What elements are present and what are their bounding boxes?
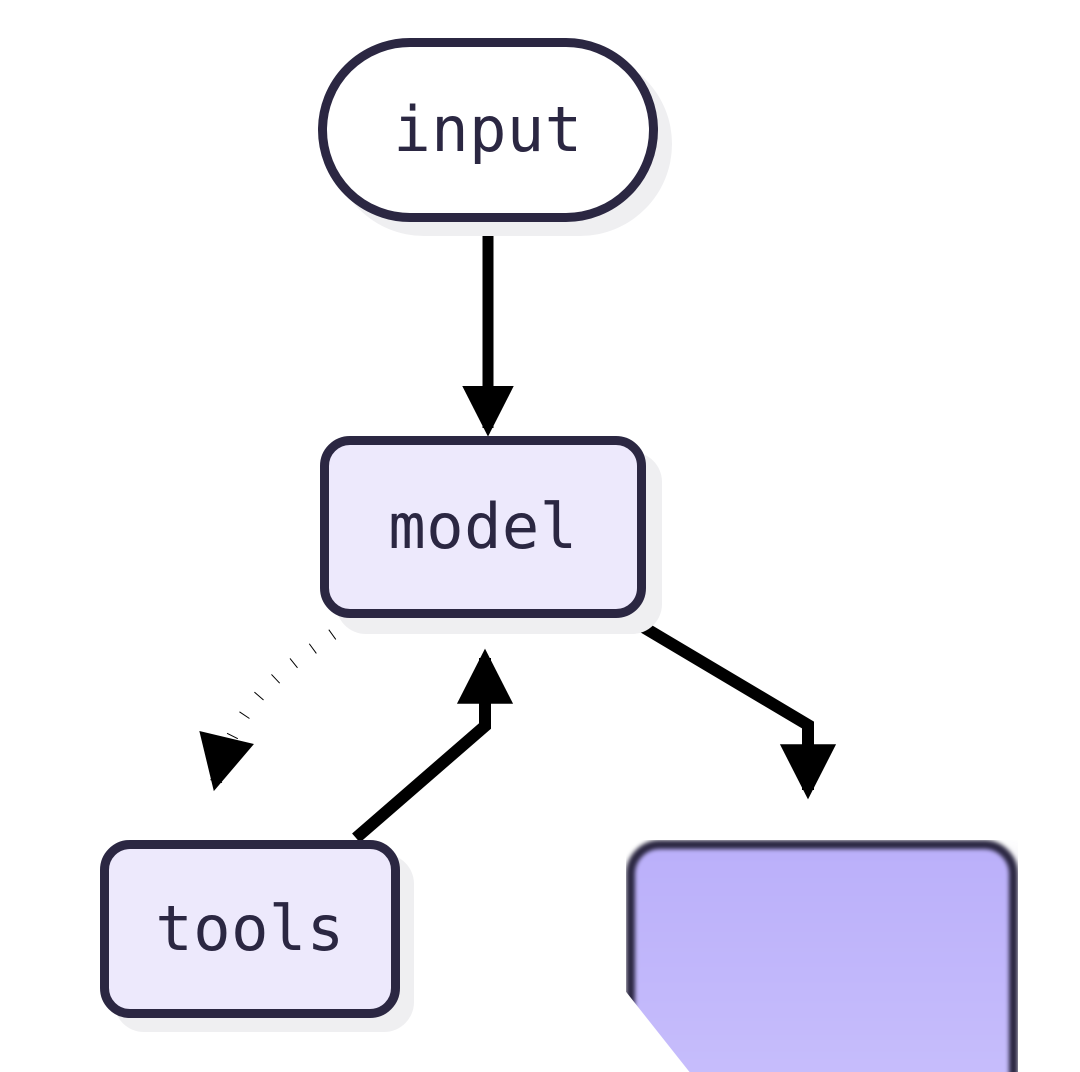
edge-tools-to-model bbox=[352, 648, 514, 843]
edge-model-to-output bbox=[624, 612, 837, 800]
node-tools[interactable]: tools bbox=[100, 840, 400, 1018]
node-model[interactable]: model bbox=[320, 436, 646, 618]
node-output-clip bbox=[612, 832, 1080, 1072]
node-input-label: input bbox=[393, 93, 583, 166]
node-tools-label: tools bbox=[155, 892, 345, 965]
node-output-highlighted[interactable] bbox=[626, 840, 1018, 1072]
node-model-label: model bbox=[388, 490, 578, 563]
edge-model-to-tools bbox=[199, 615, 356, 792]
node-input[interactable]: input bbox=[318, 38, 658, 222]
